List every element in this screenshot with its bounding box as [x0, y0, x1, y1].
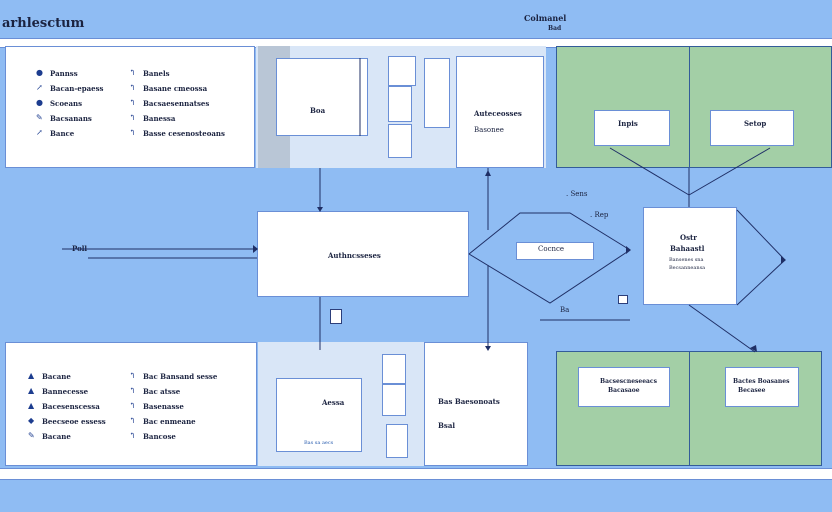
top_left_panel-item-left: Bacan-epaess	[50, 84, 104, 93]
inputs-label: Inpis	[618, 119, 638, 128]
top-grid-d	[424, 58, 450, 128]
top-green-divider	[689, 46, 690, 168]
bottom-mid-card-label: Aessa	[322, 398, 345, 407]
top_left_panel-item-left: Pannss	[50, 69, 78, 78]
top_left_panel-item-right: Basse cesenosteoans	[143, 129, 225, 138]
pen-icon: ✎	[36, 113, 43, 122]
bottom-mid-card	[276, 378, 362, 452]
right-sub: Bad	[548, 25, 562, 32]
annot-1: . Sens	[566, 190, 588, 198]
right-output-box	[643, 207, 737, 305]
curve-arrow-icon: ↰	[129, 431, 136, 440]
bottom_left_panel-item-right: Bancose	[143, 432, 176, 441]
top-grid-a	[388, 56, 416, 86]
right-output-l1: Bansenes sna	[669, 257, 704, 263]
top-mid-card-label: Boa	[310, 106, 326, 115]
curve-arrow-icon: ↰	[129, 416, 136, 425]
triangle-icon: ▲	[28, 371, 35, 380]
setup-box	[710, 110, 794, 146]
main-auth-box	[257, 211, 469, 297]
bottom-band	[0, 468, 832, 480]
top_left_panel-item-right: Banessa	[143, 114, 176, 123]
pen-icon: ✎	[28, 431, 35, 440]
small-flow-label: Cocnce	[538, 245, 565, 253]
arrow-icon: ↗	[36, 83, 43, 92]
tag-icon: ◆	[28, 416, 35, 425]
curve-arrow-icon: ↰	[129, 113, 136, 122]
curve-arrow-icon: ↰	[129, 401, 136, 410]
curve-arrow-icon: ↰	[129, 386, 136, 395]
bottom-green-right-box	[725, 367, 799, 407]
top-mid-side-label: Auteceosses	[474, 109, 522, 118]
bottom-green-left-l2: Bacasaoe	[608, 387, 640, 394]
curve-arrow-icon: ↰	[129, 83, 136, 92]
bottom-mid-side-sub: Bsal	[438, 421, 456, 430]
bottom-mid-side-label: Bas Baesonoats	[438, 397, 500, 406]
top_left_panel-item-left: Scoeans	[50, 99, 83, 108]
right-title: Colmanel	[524, 13, 567, 23]
bottom-green-divider	[689, 351, 690, 466]
triangle-icon: ▲	[28, 386, 35, 395]
main-auth-label: Authncsseses	[328, 251, 381, 260]
top-grid-b	[388, 86, 412, 122]
top-mid-card	[276, 58, 368, 136]
mini-square	[618, 295, 628, 304]
bottom-left-panel	[5, 342, 257, 466]
top-left-panel	[5, 46, 255, 168]
bottom-mid-card-foot: Bas sa aecs	[304, 440, 334, 446]
bottom-green-right-l1: Bactes Boasanes	[733, 378, 790, 385]
bottom-mid-side	[424, 342, 528, 466]
bottom_left_panel-item-right: Bac atsse	[143, 387, 181, 396]
annot-2: . Rep	[590, 211, 609, 219]
top-grid-c	[388, 124, 412, 158]
bottom-grid-b	[382, 384, 406, 416]
inputs-box	[594, 110, 670, 146]
diagram-title: arhlesctum	[2, 16, 85, 31]
top_left_panel-item-right: Banels	[143, 69, 170, 78]
bottom_left_panel-item-left: Bacesenscessa	[42, 402, 100, 411]
setup-label: Setop	[744, 119, 767, 128]
bottom_left_panel-item-left: Bannecesse	[42, 387, 89, 396]
right-output-title: Ostr	[680, 233, 697, 242]
right-output-l2: Becsanneansa	[669, 265, 706, 271]
curve-arrow-icon: ↰	[129, 371, 136, 380]
top_left_panel-item-left: Bacsanans	[50, 114, 92, 123]
bottom-green-left-l1: Bacsescneseeacs	[600, 378, 657, 385]
annot-num: Ba	[560, 306, 570, 314]
curve-arrow-icon: ↰	[129, 98, 136, 107]
bottom-green-left-box	[578, 367, 670, 407]
right-output-sub: Bahaastl	[670, 244, 705, 253]
curve-arrow-icon: ↰	[129, 128, 136, 137]
arrow-icon: ↗	[36, 128, 43, 137]
top_left_panel-item-right: Bacsaesennatses	[143, 99, 210, 108]
bottom_left_panel-item-left: Bacane	[42, 432, 71, 441]
top_left_panel-item-left: Bance	[50, 129, 75, 138]
dot-icon: ●	[36, 68, 43, 77]
curve-arrow-icon: ↰	[129, 68, 136, 77]
triangle-icon: ▲	[28, 401, 35, 410]
dot-icon: ●	[36, 98, 43, 107]
top-mid-side	[456, 56, 544, 168]
bottom-grid-a	[382, 354, 406, 384]
top-green-panel	[556, 46, 832, 168]
bottom_left_panel-item-right: Bac enmeane	[143, 417, 196, 426]
bottom_left_panel-item-right: Basenasse	[143, 402, 184, 411]
bottom_left_panel-item-right: Bac Bansand sesse	[143, 372, 218, 381]
bottom_left_panel-item-left: Beecseoe essess	[42, 417, 106, 426]
bottom_left_panel-item-left: Bacane	[42, 372, 71, 381]
bottom-grid-c	[386, 424, 408, 458]
top_left_panel-item-right: Basane cmeossa	[143, 84, 208, 93]
mini-square-2	[330, 309, 342, 324]
bottom-green-right-l2: Becasee	[738, 387, 766, 394]
small-flow-box	[516, 242, 594, 260]
header-bar	[0, 0, 832, 38]
top-mid-side-sub: Basonee	[474, 126, 504, 134]
